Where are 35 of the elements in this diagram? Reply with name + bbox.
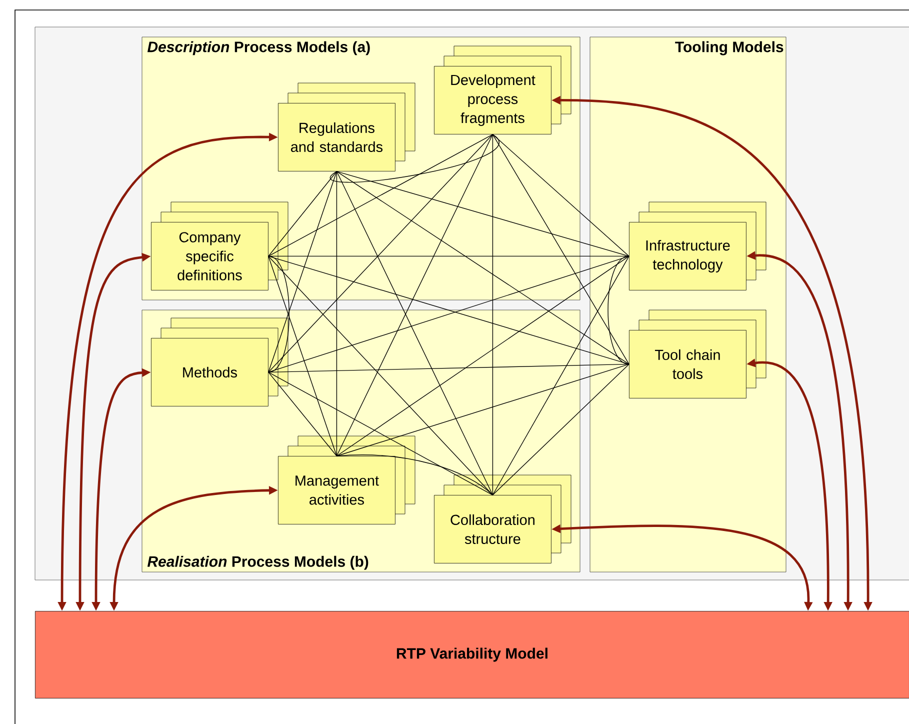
connector-line xyxy=(336,171,494,496)
connector-line xyxy=(268,256,338,456)
stacked-box: Management activities xyxy=(278,436,416,524)
connector-line xyxy=(268,256,494,496)
connector-line xyxy=(268,256,290,373)
connector-line xyxy=(492,134,630,365)
connector-line xyxy=(336,454,494,496)
connector-line xyxy=(336,256,630,456)
stacked-box: Tool chain tools xyxy=(629,310,766,398)
connector-line xyxy=(336,171,630,257)
connector-line xyxy=(268,134,494,257)
connector-line xyxy=(336,171,338,456)
stacked-box: Infrastructure technology xyxy=(629,202,766,290)
connector-line xyxy=(268,372,338,456)
connector-line xyxy=(492,134,494,496)
stacked-box: Company specific definitions xyxy=(151,202,288,290)
stacked-box: Regulations and standards xyxy=(278,82,416,172)
connector-line xyxy=(492,364,630,496)
node-label: definitions xyxy=(178,270,242,280)
connector-line xyxy=(268,171,338,257)
connector-line xyxy=(330,134,500,183)
connector-line xyxy=(268,171,338,373)
connector-line xyxy=(268,134,494,373)
connector-line xyxy=(492,134,630,257)
connector-line xyxy=(268,372,494,496)
stacked-box: Collaboration structure xyxy=(434,474,572,564)
connector-line xyxy=(268,364,630,373)
connector-line xyxy=(336,134,494,456)
stacked-box: Development process fragments xyxy=(434,46,572,134)
connector-line xyxy=(492,256,630,496)
connector-line xyxy=(336,171,630,365)
connector-line xyxy=(336,364,630,456)
stacked-box: Methods xyxy=(151,318,288,406)
connector-line xyxy=(608,256,630,365)
model-bar: RTP Variability Model xyxy=(35,611,909,698)
